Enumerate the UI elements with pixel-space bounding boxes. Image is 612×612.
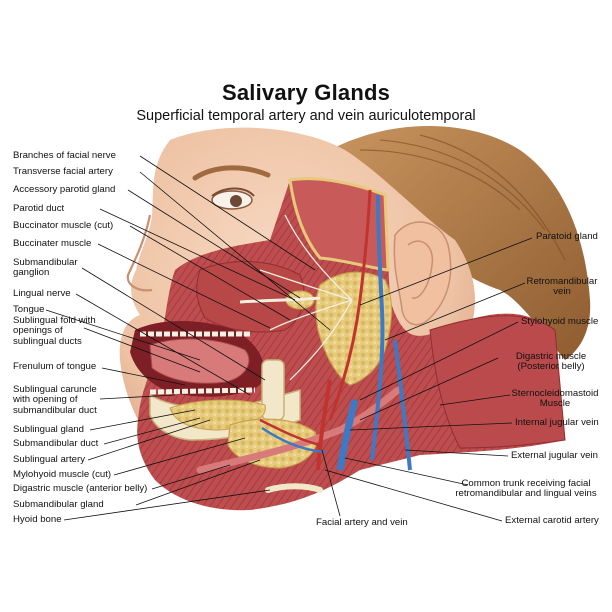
parotid-duct: [239, 296, 321, 304]
eyebrow: [192, 165, 271, 181]
label-submandibular-gland: Submandibular gland: [13, 499, 104, 510]
label-retromandibular-vein: Retromandibular vein: [526, 276, 598, 298]
diagram-subtitle: Superficial temporal artery and vein aur…: [136, 108, 476, 124]
superficial-temporal-artery: [328, 189, 372, 421]
temporal-region: [288, 177, 390, 272]
label-branches-facial-nerve: Branches of facial nerve: [13, 150, 116, 161]
label-lingual-nerve: Lingual nerve: [13, 288, 71, 299]
ear: [393, 221, 452, 326]
retromandibular-vein: [370, 194, 385, 461]
label-buccinater-muscle: Buccinater muscle: [13, 238, 92, 249]
leader-lines-left: [45, 155, 331, 521]
label-sublingual-fold: Sublingual fold with openings of subling…: [13, 315, 96, 347]
label-common-trunk-veins: Common trunk receiving facial retromandi…: [455, 478, 597, 500]
label-mylohyoid-muscle-cut: Mylohyoid muscle (cut): [13, 469, 112, 480]
label-submandibular-ganglion: Submandibular ganglion: [13, 257, 78, 279]
label-buccinator-muscle-cut: Buccinator muscle (cut): [13, 220, 114, 231]
label-hyoid-bone: Hyoid bone: [13, 514, 62, 525]
label-external-carotid-artery: External carotid artery: [505, 515, 599, 526]
hair-strands: [359, 134, 566, 261]
external-carotid-artery: [316, 379, 332, 471]
label-facial-artery-and-vein: Facial artery and vein: [316, 517, 408, 528]
iris: [230, 195, 242, 207]
internal-jugular-vein: [336, 399, 359, 471]
ear-inner: [407, 240, 434, 299]
label-frenulum-of-tongue: Frenulum of tongue: [13, 361, 97, 372]
label-accessory-parotid-gland: Accessory parotid gland: [13, 184, 116, 195]
label-stylohyoid-muscle: Stylohyoid muscle: [521, 316, 599, 327]
diagram-title: Salivary Glands: [221, 80, 391, 105]
leader-lines-right: [321, 237, 533, 522]
facial-nerve-branches: [259, 214, 353, 381]
tongue: [149, 338, 250, 384]
eyelid: [211, 187, 255, 197]
facial-artery: [259, 418, 321, 447]
label-submandibular-duct: Submandibular duct: [13, 438, 99, 449]
label-internal-jugular-vein: Internal jugular vein: [515, 417, 599, 428]
label-parotid-duct: Parotid duct: [13, 203, 65, 214]
label-sublingual-artery: Sublingual artery: [13, 454, 85, 465]
label-external-jugular-vein: External jugular vein: [511, 450, 598, 461]
hyoid-bone: [265, 483, 323, 493]
label-paratoid-gland: Paratoid gland: [536, 231, 598, 242]
label-sublingual-caruncle: Sublingual caruncle with opening of subm…: [13, 384, 97, 416]
teeth-lower: [149, 387, 256, 395]
label-tongue: Tongue: [13, 304, 45, 315]
label-digastric-anterior-belly: Digastric muscle (anterior belly): [13, 483, 148, 494]
label-transverse-facial-artery: Transverse facial artery: [13, 166, 113, 177]
hair: [330, 126, 591, 360]
label-sternocleidomastoid-muscle: Sternocleidomastoid Muscle: [511, 388, 599, 410]
label-digastric-posterior-belly: Digastric muscle (Posterior belly): [515, 351, 587, 373]
facial-vein: [261, 426, 326, 454]
label-sublingual-gland: Sublingual gland: [13, 424, 84, 435]
